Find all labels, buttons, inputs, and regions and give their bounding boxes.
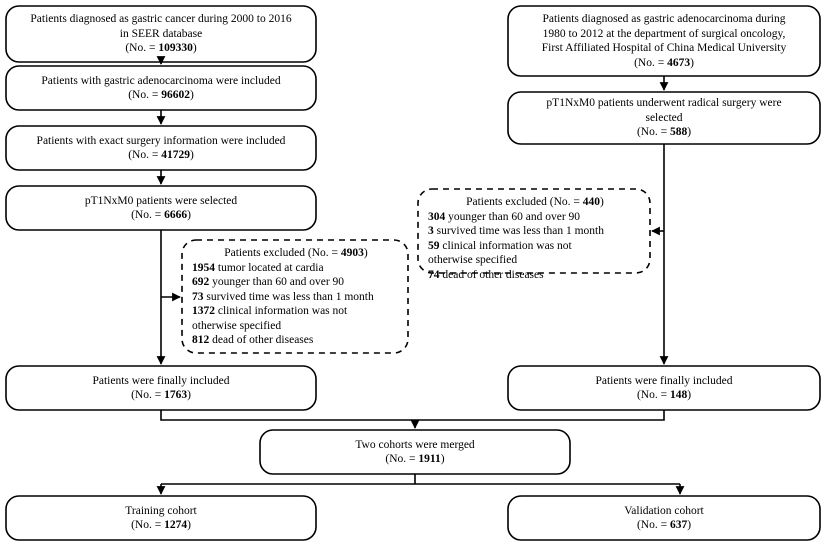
- edge-merge-split: [161, 474, 680, 485]
- node-box-seer-pt1nxm0: [5, 185, 317, 231]
- node-box-training: [5, 495, 317, 541]
- exclusion-box-cmu: [417, 188, 651, 274]
- node-box-validation: [507, 495, 821, 541]
- node-box-seer-final: [5, 365, 317, 411]
- exclusion-box-seer: [181, 239, 409, 354]
- node-box-merged: [259, 429, 571, 475]
- node-box-seer-adeno: [5, 65, 317, 111]
- edge-seer-final-merge: [160, 410, 415, 421]
- edge-cmu-final-merge: [415, 410, 665, 421]
- node-box-seer-source: [5, 5, 317, 63]
- node-box-cmu-final: [507, 365, 821, 411]
- node-box-cmu-pt1nxm0: [507, 91, 821, 145]
- node-box-seer-surgery: [5, 125, 317, 171]
- node-box-cmu-source: [507, 5, 821, 77]
